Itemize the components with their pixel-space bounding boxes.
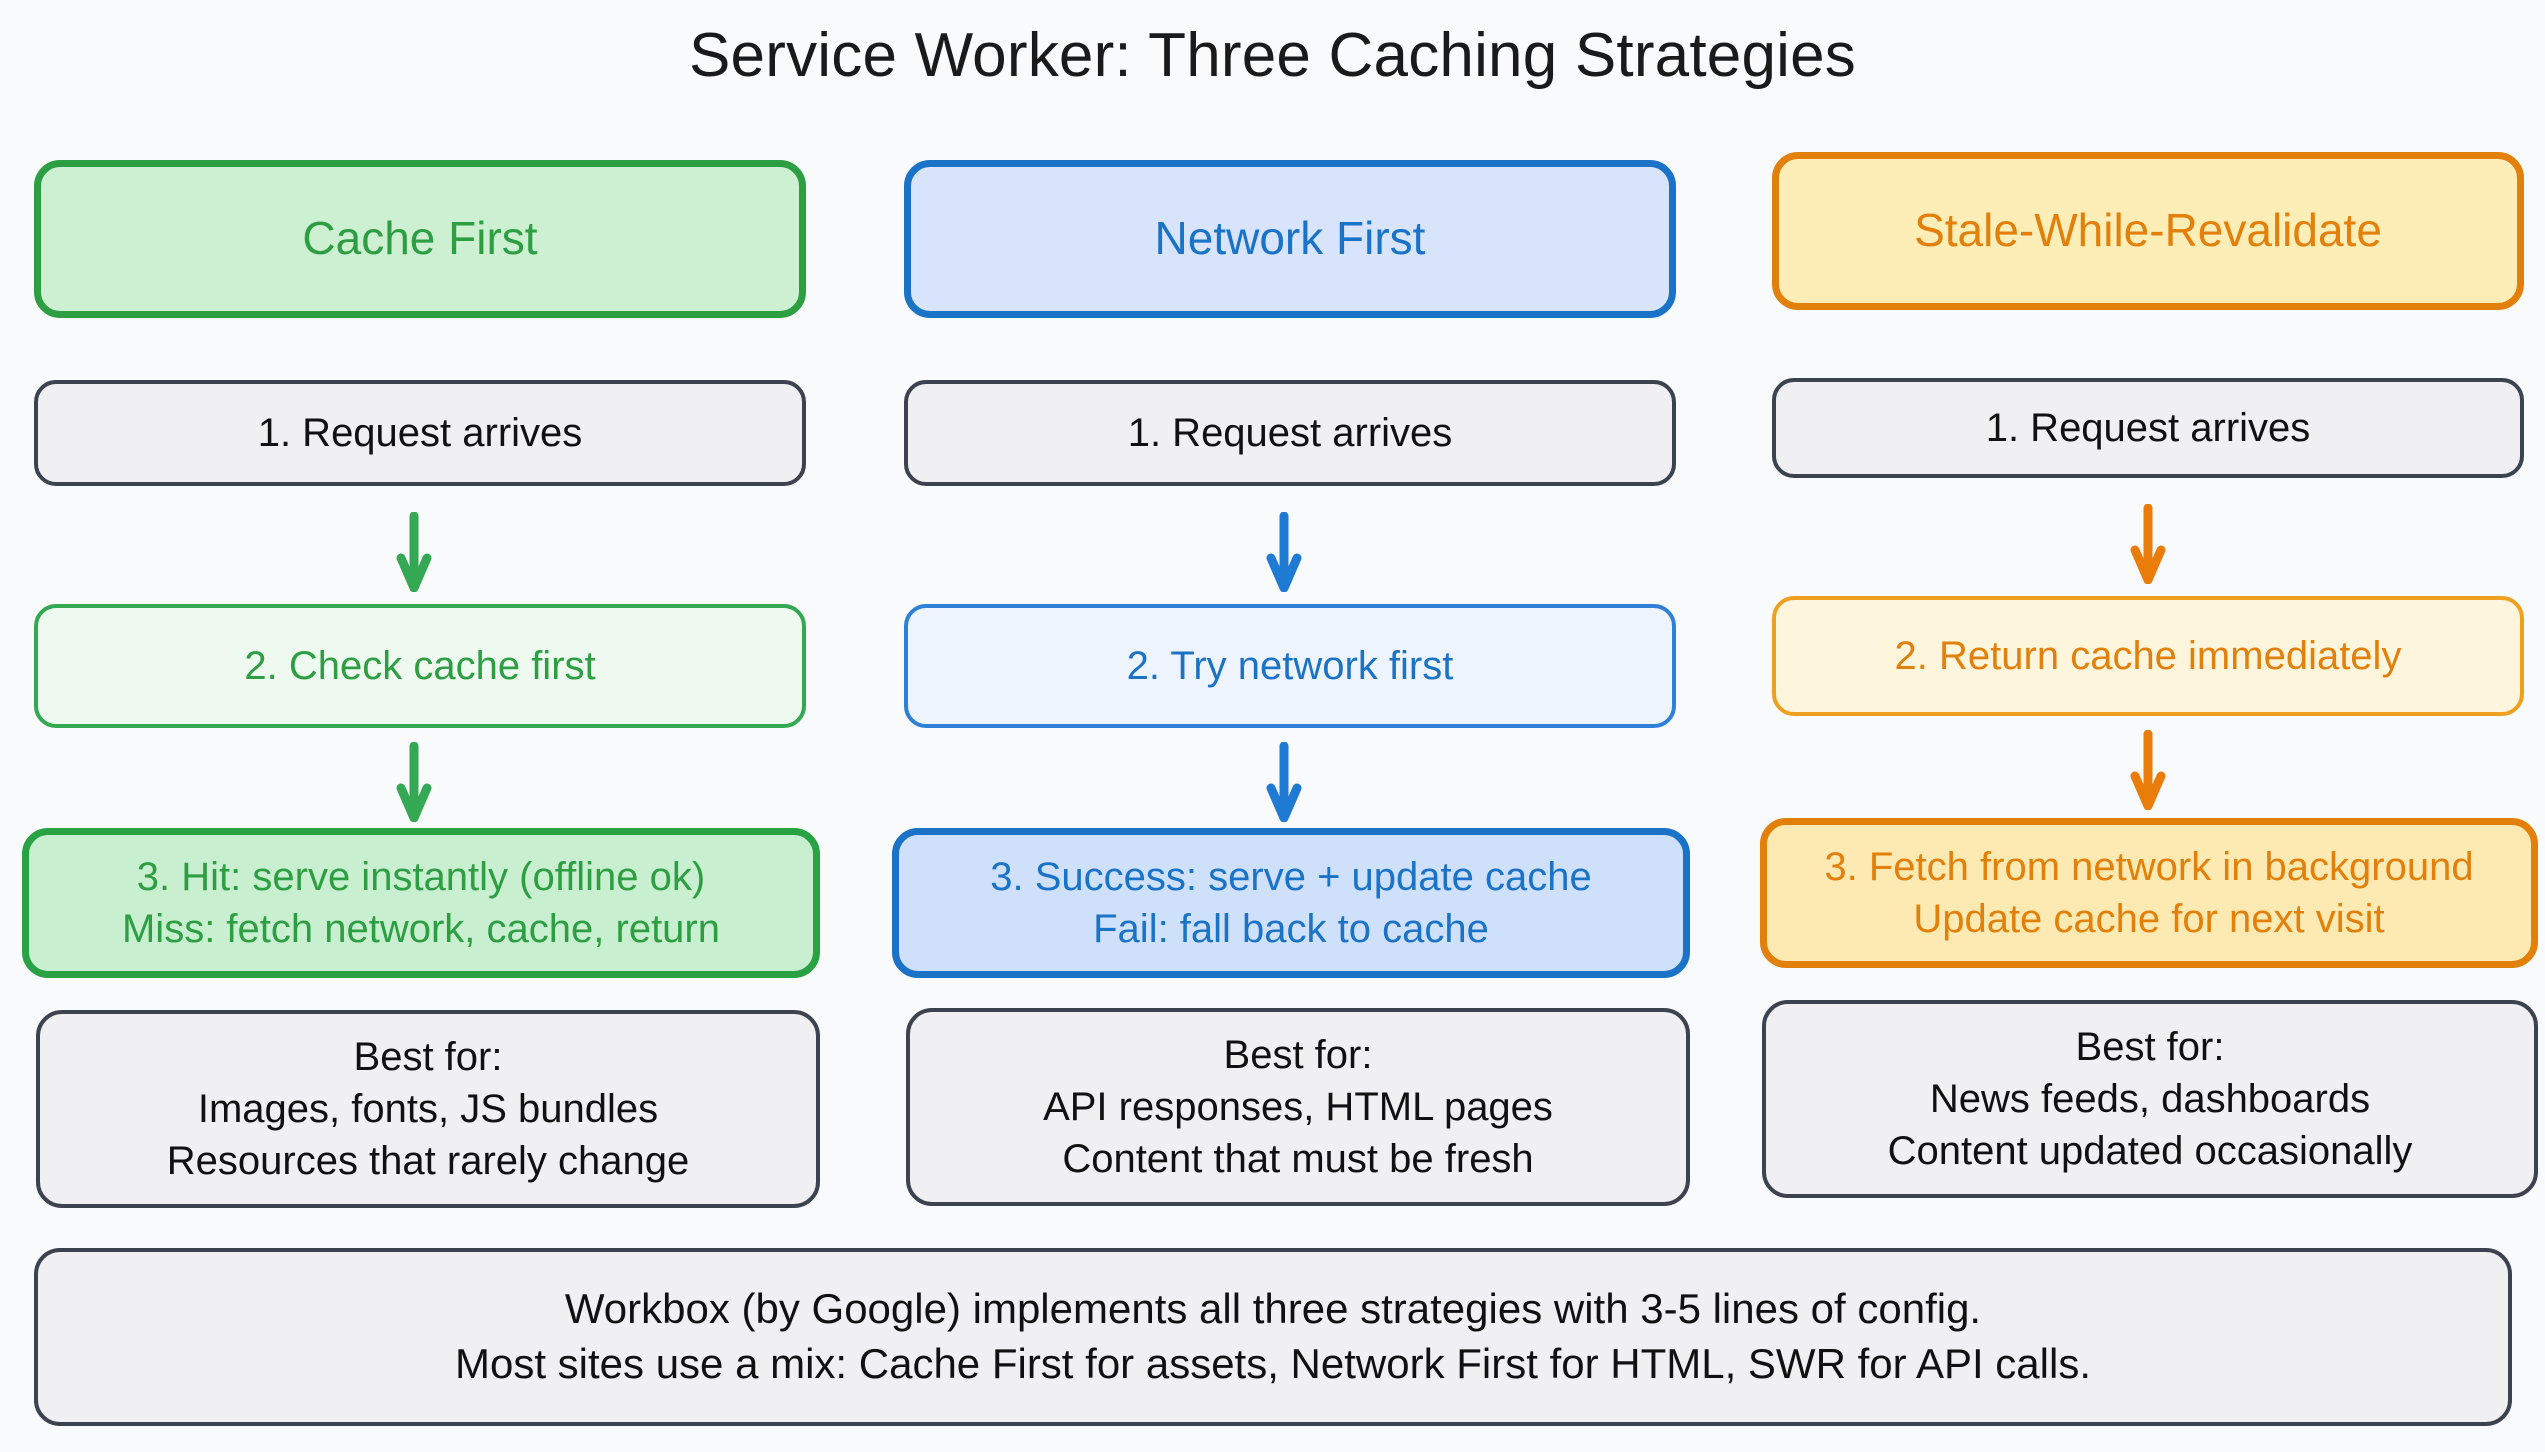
step2-label: 2. Return cache immediately xyxy=(1894,634,2402,678)
step3-line1: 3. Hit: serve instantly (offline ok) xyxy=(136,855,706,899)
step1-label: 1. Request arrives xyxy=(1127,411,1453,455)
step3-line1: 3. Fetch from network in background xyxy=(1824,845,2474,889)
step2-box-stale-while-revalidate[interactable]: 2. Return cache immediately xyxy=(1772,596,2524,716)
arrow-step1-to-step2-network-first xyxy=(1264,512,1304,592)
best-for-label: Best for: xyxy=(1223,1033,1373,1077)
best-for-label: Best for: xyxy=(353,1035,503,1079)
step3-line2: Update cache for next visit xyxy=(1913,897,2385,941)
footer-note-box[interactable]: Workbox (by Google) implements all three… xyxy=(34,1248,2512,1426)
arrow-step2-to-step3-network-first xyxy=(1264,742,1304,822)
footer-line2: Most sites use a mix: Cache First for as… xyxy=(454,1340,2091,1387)
footer-line1: Workbox (by Google) implements all three… xyxy=(564,1285,1982,1333)
arrow-step1-to-step2-cache-first xyxy=(394,512,434,592)
page-title: Service Worker: Three Caching Strategies xyxy=(689,21,1856,90)
best-for-line2: Content that must be fresh xyxy=(1062,1137,1534,1181)
best-for-line1: News feeds, dashboards xyxy=(1929,1077,2371,1121)
step1-label: 1. Request arrives xyxy=(1985,406,2311,450)
step3-box-stale-while-revalidate[interactable]: 3. Fetch from network in background Upda… xyxy=(1760,818,2538,968)
best-for-box-network-first[interactable]: Best for: API responses, HTML pages Cont… xyxy=(906,1008,1690,1206)
arrow-step2-to-step3-cache-first xyxy=(394,742,434,822)
best-for-line2: Resources that rarely change xyxy=(166,1139,690,1183)
step2-box-cache-first[interactable]: 2. Check cache first xyxy=(34,604,806,728)
step1-box-stale-while-revalidate[interactable]: 1. Request arrives xyxy=(1772,378,2524,478)
step3-box-network-first[interactable]: 3. Success: serve + update cache Fail: f… xyxy=(892,828,1690,978)
step2-box-network-first[interactable]: 2. Try network first xyxy=(904,604,1676,728)
arrow-step2-to-step3-stale-while-revalidate xyxy=(2128,730,2168,810)
best-for-line1: API responses, HTML pages xyxy=(1043,1085,1553,1129)
step1-box-cache-first[interactable]: 1. Request arrives xyxy=(34,380,806,486)
step3-line2: Miss: fetch network, cache, return xyxy=(121,907,720,951)
best-for-box-stale-while-revalidate[interactable]: Best for: News feeds, dashboards Content… xyxy=(1762,1000,2538,1198)
arrow-step1-to-step2-stale-while-revalidate xyxy=(2128,504,2168,584)
column-header-cache-first[interactable]: Cache First xyxy=(34,160,806,318)
column-header-network-first[interactable]: Network First xyxy=(904,160,1676,318)
column-header-label: Stale-While-Revalidate xyxy=(1914,204,2382,257)
best-for-line1: Images, fonts, JS bundles xyxy=(197,1087,659,1131)
step1-label: 1. Request arrives xyxy=(257,411,583,455)
step3-line2: Fail: fall back to cache xyxy=(1093,907,1489,951)
best-for-label: Best for: xyxy=(2075,1025,2225,1069)
best-for-line2: Content updated occasionally xyxy=(1887,1129,2413,1173)
step3-box-cache-first[interactable]: 3. Hit: serve instantly (offline ok) Mis… xyxy=(22,828,820,978)
step2-label: 2. Check cache first xyxy=(244,644,596,688)
column-header-label: Network First xyxy=(1154,212,1426,265)
column-header-label: Cache First xyxy=(302,212,538,265)
best-for-box-cache-first[interactable]: Best for: Images, fonts, JS bundles Reso… xyxy=(36,1010,820,1208)
step2-label: 2. Try network first xyxy=(1126,644,1454,688)
step1-box-network-first[interactable]: 1. Request arrives xyxy=(904,380,1676,486)
column-header-stale-while-revalidate[interactable]: Stale-While-Revalidate xyxy=(1772,152,2524,310)
step3-line1: 3. Success: serve + update cache xyxy=(990,855,1592,899)
